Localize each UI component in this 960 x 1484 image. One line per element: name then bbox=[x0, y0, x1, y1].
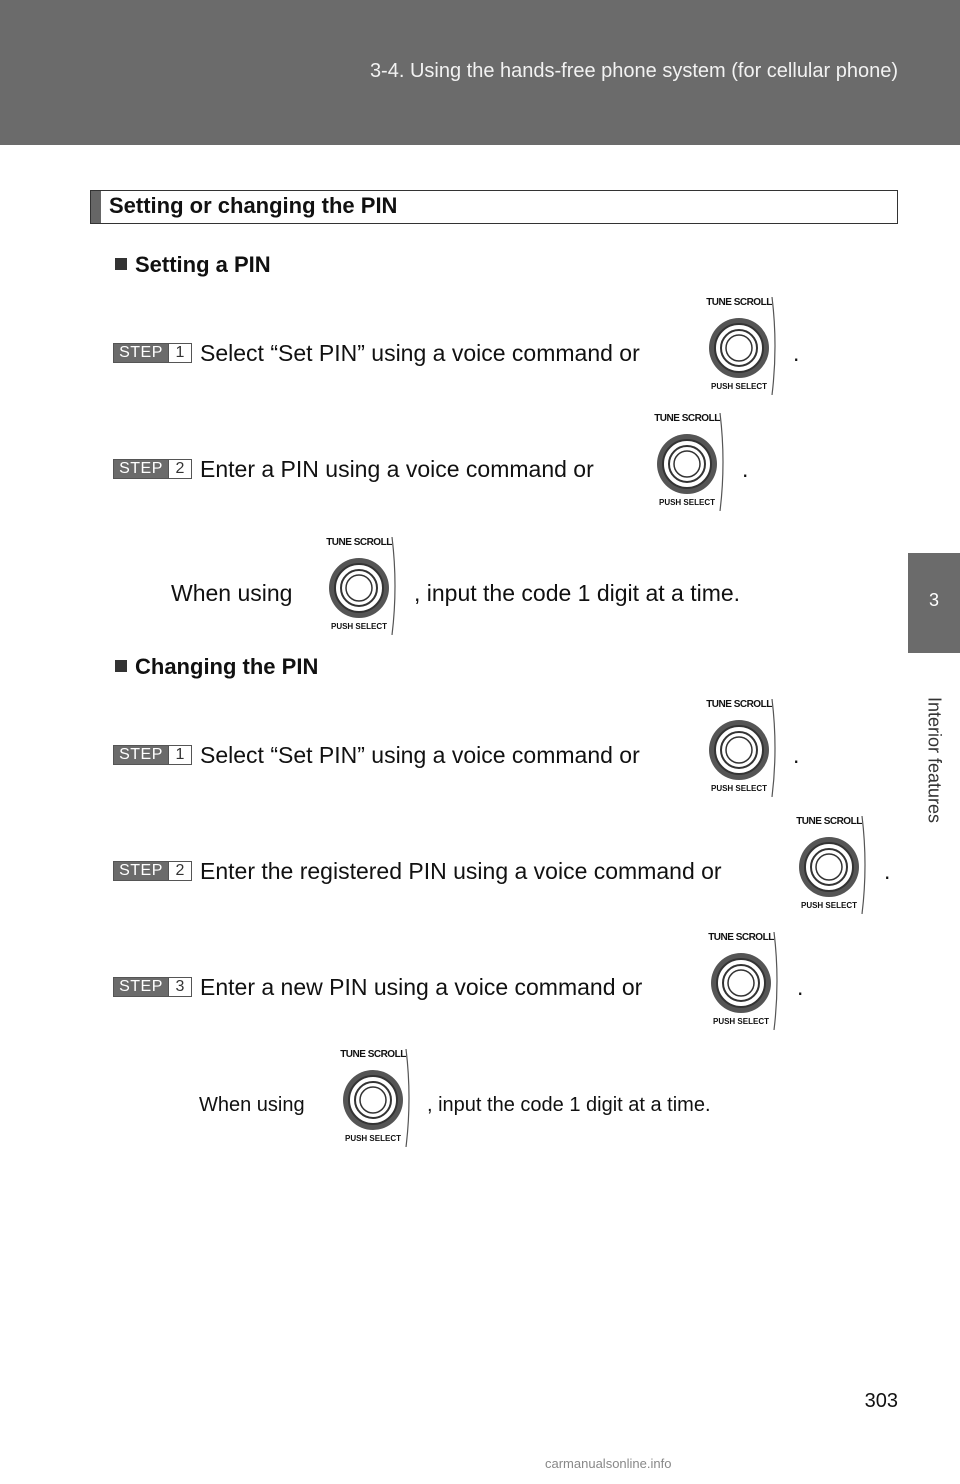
note-text-before: When using bbox=[171, 580, 293, 606]
step-number: 1 bbox=[168, 344, 191, 362]
step-period: . bbox=[742, 456, 749, 482]
chapter-side-label-text: Interior features bbox=[924, 696, 945, 824]
tune-scroll-dial-icon: TUNE SCROLL PUSH SELECT bbox=[706, 699, 790, 797]
step-badge: STEP 3 bbox=[113, 977, 192, 997]
step-text: Enter a PIN using a voice command or bbox=[200, 456, 594, 482]
subsection-changing: Changing the PIN bbox=[115, 654, 318, 680]
dial-top-label: TUNE SCROLL bbox=[340, 1049, 406, 1060]
dial-bottom-label: PUSH SELECT bbox=[658, 498, 715, 507]
step-text: Enter the registered PIN using a voice c… bbox=[200, 858, 722, 884]
note-text-after: , input the code 1 digit at a time. bbox=[427, 1094, 711, 1116]
chapter-side-label: Interior features bbox=[908, 655, 960, 865]
step-word: STEP bbox=[119, 344, 163, 361]
tune-scroll-dial-icon: TUNE SCROLL PUSH SELECT bbox=[326, 537, 410, 635]
dial-bottom-label: PUSH SELECT bbox=[710, 382, 767, 391]
step-badge: STEP 1 bbox=[113, 343, 192, 363]
step-period: . bbox=[797, 974, 804, 1000]
step-period: . bbox=[793, 340, 800, 366]
step-text: Select “Set PIN” using a voice command o… bbox=[200, 742, 640, 768]
dial-bottom-label: PUSH SELECT bbox=[712, 1017, 769, 1026]
dial-top-label: TUNE SCROLL bbox=[706, 297, 772, 308]
chapter-tab bbox=[908, 553, 960, 653]
tune-scroll-dial-icon: TUNE SCROLL PUSH SELECT bbox=[796, 816, 880, 914]
dial-bottom-label: PUSH SELECT bbox=[800, 901, 857, 910]
square-bullet-icon bbox=[115, 660, 127, 673]
step-number: 1 bbox=[168, 746, 191, 764]
step-text: Enter a new PIN using a voice command or bbox=[200, 974, 643, 1000]
watermark: carmanualsonline.info bbox=[545, 1456, 672, 1471]
dial-top-label: TUNE SCROLL bbox=[796, 816, 862, 827]
tune-scroll-dial-icon: TUNE SCROLL PUSH SELECT bbox=[654, 413, 738, 511]
step-number: 2 bbox=[168, 862, 191, 880]
dial-top-label: TUNE SCROLL bbox=[706, 699, 772, 710]
dial-bottom-label: PUSH SELECT bbox=[330, 622, 387, 631]
square-bullet-icon bbox=[115, 258, 127, 271]
section-title: Setting or changing the PIN bbox=[109, 193, 398, 218]
step-period: . bbox=[884, 858, 891, 884]
dial-top-label: TUNE SCROLL bbox=[654, 413, 720, 424]
subsection-setting: Setting a PIN bbox=[115, 252, 271, 278]
note-text-before: When using bbox=[199, 1094, 305, 1116]
note-text-after: , input the code 1 digit at a time. bbox=[414, 580, 741, 606]
dial-top-label: TUNE SCROLL bbox=[708, 932, 774, 943]
step-word: STEP bbox=[119, 746, 163, 763]
chapter-title: 3-4. Using the hands-free phone system (… bbox=[369, 60, 898, 82]
subsection-changing-title: Changing the PIN bbox=[135, 654, 319, 679]
step-period: . bbox=[793, 742, 800, 768]
step-word: STEP bbox=[119, 460, 163, 477]
step-badge: STEP 1 bbox=[113, 745, 192, 765]
page-header bbox=[0, 0, 960, 145]
step-badge: STEP 2 bbox=[113, 861, 192, 881]
step-badge: STEP 2 bbox=[113, 459, 192, 479]
dial-top-label: TUNE SCROLL bbox=[326, 537, 392, 548]
tune-scroll-dial-icon: TUNE SCROLL PUSH SELECT bbox=[340, 1049, 424, 1147]
tune-scroll-dial-icon: TUNE SCROLL PUSH SELECT bbox=[706, 297, 790, 395]
section-heading-box bbox=[90, 190, 898, 224]
dial-bottom-label: PUSH SELECT bbox=[710, 784, 767, 793]
subsection-setting-title: Setting a PIN bbox=[135, 252, 271, 277]
dial-bottom-label: PUSH SELECT bbox=[344, 1134, 401, 1143]
page-number: 303 bbox=[864, 1390, 898, 1412]
step-number: 2 bbox=[168, 460, 191, 478]
step-text: Select “Set PIN” using a voice command o… bbox=[200, 340, 640, 366]
step-word: STEP bbox=[119, 978, 163, 995]
chapter-number: 3 bbox=[928, 590, 939, 610]
step-word: STEP bbox=[119, 862, 163, 879]
tune-scroll-dial-icon: TUNE SCROLL PUSH SELECT bbox=[708, 932, 792, 1030]
step-number: 3 bbox=[168, 978, 191, 996]
